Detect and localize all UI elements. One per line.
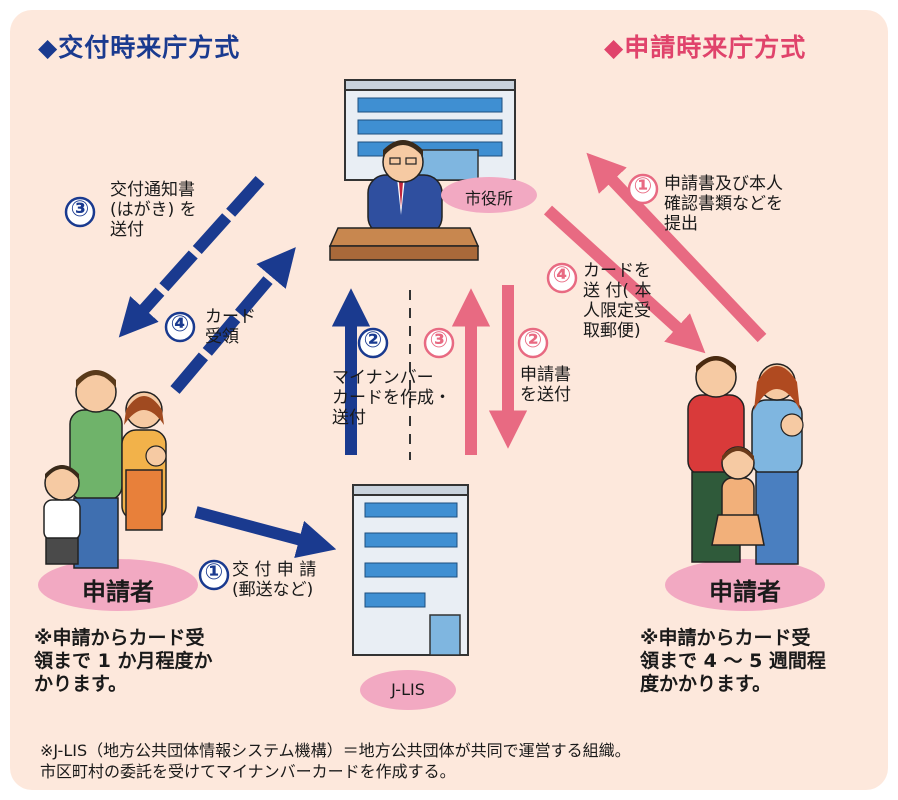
- arrow-step1-right: [586, 152, 767, 343]
- step-right-4-text: カードを 送 付( 本 人限定受 取郵便): [583, 261, 652, 341]
- step-left-3-number: ③: [70, 197, 90, 222]
- step-right-3-number: ③: [429, 328, 449, 353]
- arrow-step3-left: [118, 175, 265, 338]
- jlis-label-bg: [360, 670, 456, 710]
- jlis-building-icon: [352, 484, 469, 656]
- jlis-label: J-LIS: [391, 680, 425, 699]
- step-right-2-number: ②: [523, 328, 543, 353]
- step-right-1-number: ①: [633, 174, 653, 199]
- arrow-step1-left: [194, 506, 337, 558]
- step-right-2-text: 申請書 を送付: [520, 365, 571, 405]
- arrow-step4-left: [170, 247, 296, 394]
- city-hall-building-icon: [344, 79, 516, 181]
- step-left-4-text: カード 受領: [205, 307, 256, 347]
- arrow-step4-right: [543, 205, 706, 354]
- note-left: ※申請からカード受 領まで 1 か月程度か かります。: [34, 627, 213, 695]
- right-family-icon: [665, 356, 825, 611]
- title-left-method: ◆交付時来庁方式: [38, 33, 241, 62]
- step-right-4-number: ④: [552, 263, 572, 288]
- left-family-icon: [38, 370, 198, 611]
- step-left-3-text: 交付通知書 (はがき) を 送付: [110, 180, 197, 240]
- step-left-2-text: マイナンバー カードを作成・ 送付: [332, 368, 451, 428]
- right-flow-arrows: [451, 152, 767, 455]
- step-left-1-number: ①: [204, 560, 224, 585]
- official-icon: [328, 140, 480, 261]
- applicant-right-label: 申請者: [709, 578, 781, 606]
- footnote: ※J-LIS（地方公共団体情報システム機構）＝地方公共団体が共同で運営する組織。…: [40, 741, 631, 781]
- left-flow-arrows: [118, 175, 371, 558]
- step-circles: [64, 173, 659, 591]
- note-right: ※申請からカード受 領まで 4 〜 5 週間程 度かかります。: [640, 627, 826, 695]
- applicant-left-label: 申請者: [82, 578, 154, 606]
- step-left-1-text: 交 付 申 請 (郵送など): [232, 560, 317, 600]
- city-hall-label-bg: [441, 177, 537, 213]
- title-right-method: ◆申請時来庁方式: [604, 33, 807, 62]
- city-hall-label: 市役所: [464, 189, 513, 208]
- step-right-1-text: 申請書及び本人 確認書類などを 提出: [664, 174, 783, 234]
- step-left-4-number: ④: [170, 312, 190, 337]
- step-left-2-number: ②: [363, 328, 383, 353]
